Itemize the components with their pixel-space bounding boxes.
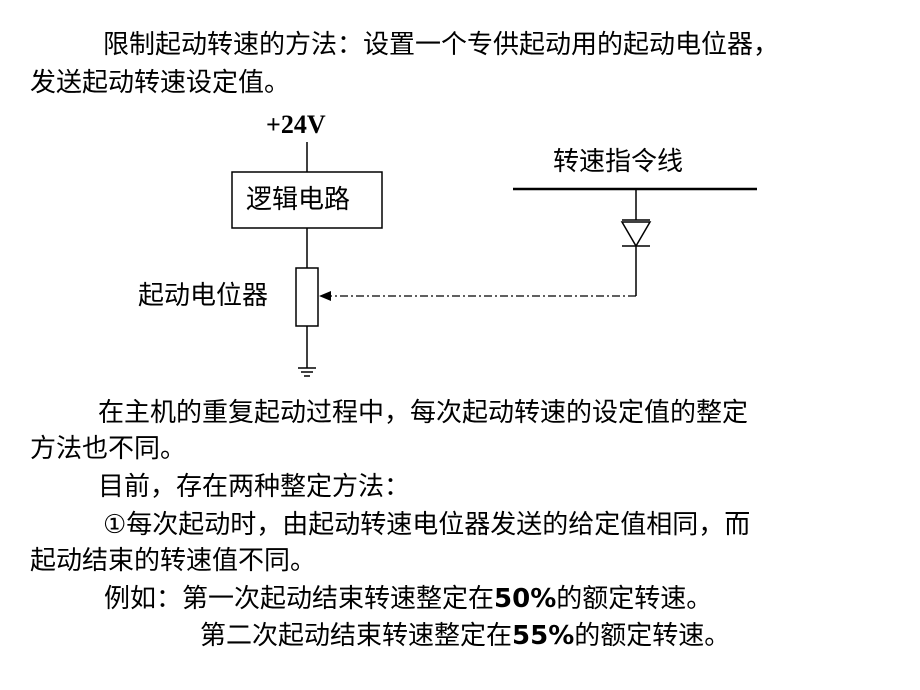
logic-circuit-label: 逻辑电路 bbox=[246, 185, 351, 215]
intro-line-2: 发送起动转速设定值。 bbox=[30, 68, 291, 98]
example-1-suffix: 的额定转速。 bbox=[556, 584, 713, 614]
intro-line-1: 限制起动转速的方法：设置一个专供起动用的起动电位器， bbox=[103, 30, 780, 60]
example-2-suffix: 的额定转速。 bbox=[574, 621, 731, 651]
para1-line-1: 在主机的重复起动过程中，每次起动转速的设定值的整定 bbox=[98, 398, 749, 428]
example-1-value: 50% bbox=[494, 584, 557, 614]
para3-line-2: 起动结束的转速值不同。 bbox=[30, 546, 317, 576]
para3-line-1: ①每次起动时，由起动转速电位器发送的给定值相同，而 bbox=[103, 510, 751, 540]
example-line-2: 第二次起动结束转速整定在55%的额定转速。 bbox=[200, 621, 730, 651]
speed-command-line-label: 转速指令线 bbox=[553, 147, 684, 177]
example-1-prefix: 例如：第一次起动结束转速整定在 bbox=[104, 584, 495, 614]
potentiometer-body bbox=[295, 267, 319, 327]
diode-triangle bbox=[620, 221, 652, 248]
example-line-1: 例如：第一次起动结束转速整定在50%的额定转速。 bbox=[104, 584, 712, 614]
para1-line-2: 方法也不同。 bbox=[30, 434, 187, 464]
para2: 目前，存在两种整定方法： bbox=[98, 472, 411, 502]
example-2-prefix: 第二次起动结束转速整定在 bbox=[200, 621, 513, 651]
example-2-value: 55% bbox=[512, 621, 575, 651]
wiper-arrowhead bbox=[319, 291, 331, 301]
supply-voltage-label: +24V bbox=[266, 110, 326, 139]
potentiometer-label: 起动电位器 bbox=[138, 281, 269, 311]
